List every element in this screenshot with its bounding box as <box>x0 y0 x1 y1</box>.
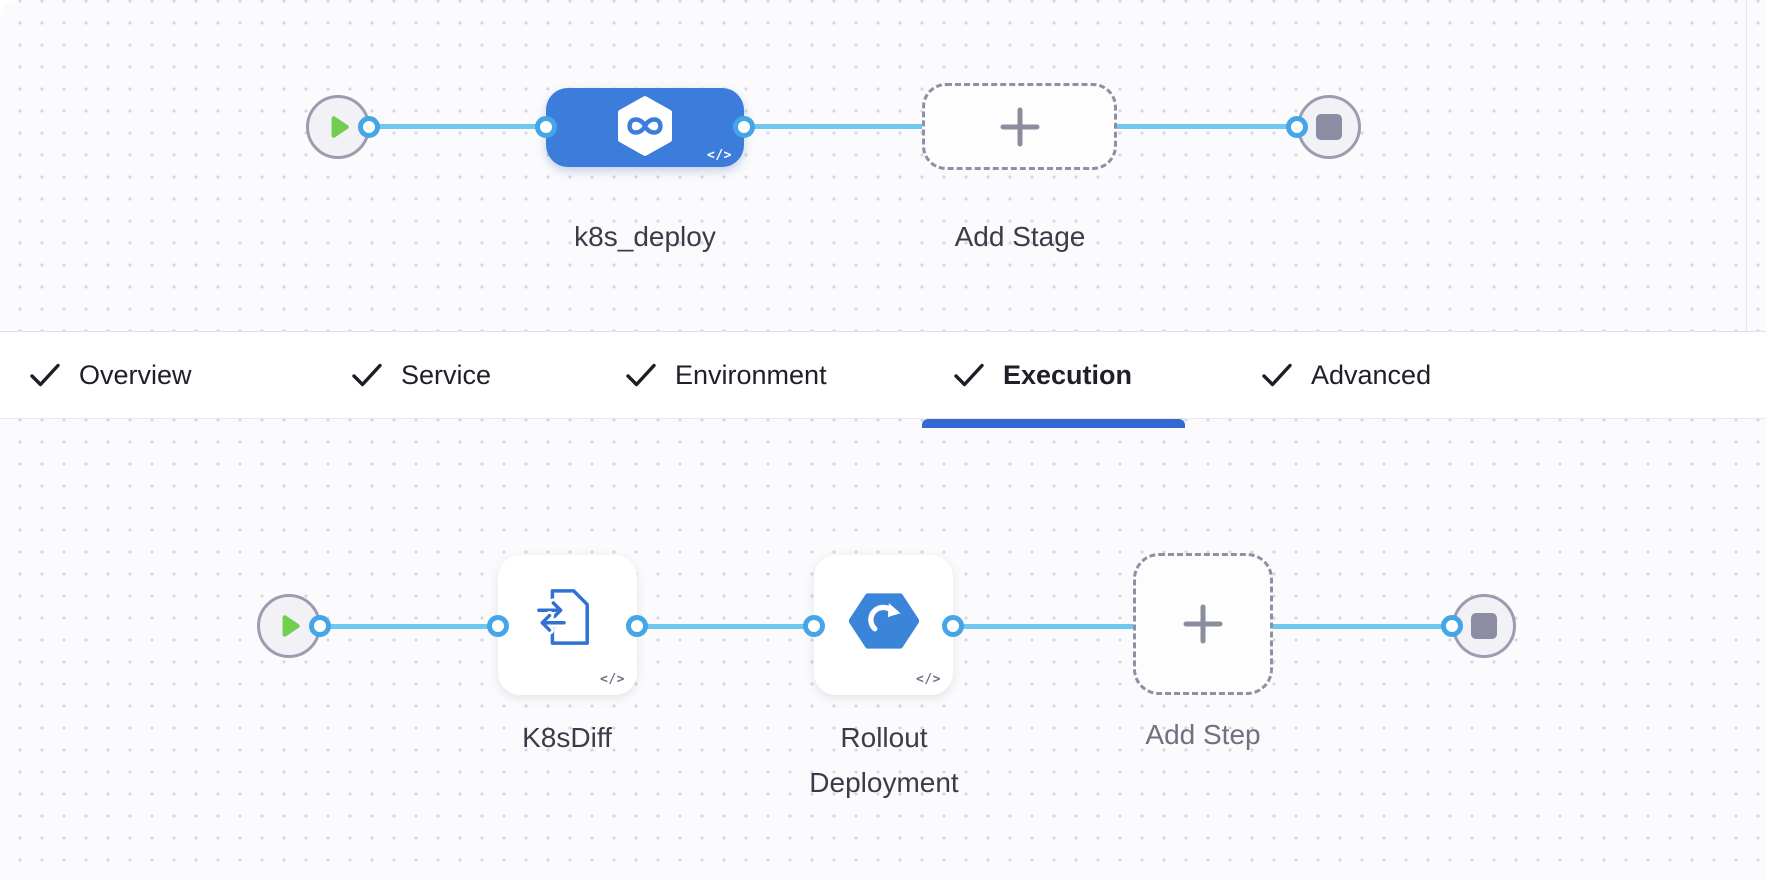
tab-label: Environment <box>675 359 827 390</box>
add-step-label: Add Step <box>1145 719 1261 750</box>
port-end-in <box>1286 116 1308 138</box>
stage-flow-canvas: </> k8s_deploy Add Stage <box>0 0 1766 331</box>
port-start-out <box>309 615 331 637</box>
tab-label: Advanced <box>1311 359 1432 390</box>
port-k8sdiff-out <box>626 615 648 637</box>
code-badge: </> <box>600 672 625 687</box>
stop-icon <box>1316 114 1342 140</box>
port-rollout-out <box>942 615 964 637</box>
add-stage-button[interactable] <box>922 83 1117 170</box>
tab-label: Overview <box>79 359 192 390</box>
port-end-in <box>1441 615 1463 637</box>
step-node-k8sdiff[interactable]: </> <box>498 555 637 695</box>
tab-advanced[interactable]: Advanced <box>1262 332 1431 418</box>
code-badge: </> <box>707 148 732 163</box>
play-icon <box>282 615 300 637</box>
check-icon <box>1262 363 1292 387</box>
check-icon <box>30 363 60 387</box>
stop-icon <box>1471 613 1497 639</box>
panel-divider <box>1746 0 1747 331</box>
port-start-out <box>358 116 380 138</box>
add-step-button[interactable] <box>1133 553 1273 695</box>
tab-label: Service <box>401 359 492 390</box>
tab-service[interactable]: Service <box>352 332 491 418</box>
check-icon <box>352 363 382 387</box>
stage-node-k8s-deploy[interactable]: </> <box>546 88 744 167</box>
code-badge: </> <box>916 672 941 687</box>
rollout-deployment-label: Rollout Deployment <box>809 722 959 798</box>
port-stage-out <box>733 116 755 138</box>
port-k8sdiff-in <box>487 615 509 637</box>
port-rollout-in <box>803 615 825 637</box>
plus-icon <box>1183 604 1223 644</box>
tab-environment[interactable]: Environment <box>626 332 827 418</box>
stage-label: k8s_deploy <box>574 221 716 252</box>
step-node-rollout-deployment[interactable]: </> <box>814 555 953 695</box>
stage-connector-line <box>338 124 1330 129</box>
plus-icon <box>1000 107 1039 146</box>
check-icon <box>626 363 656 387</box>
step-flow-canvas: </> </> K8sDiff Rollout Deployment Add S… <box>0 419 1766 880</box>
tab-execution[interactable]: Execution <box>954 332 1132 418</box>
k8s-diff-document-icon <box>534 589 589 645</box>
port-stage-in <box>535 116 557 138</box>
tab-label: Execution <box>1003 359 1133 390</box>
check-icon <box>954 363 984 387</box>
harness-infinity-hexagon-icon <box>618 95 672 156</box>
add-stage-label: Add Stage <box>954 221 1086 252</box>
stage-config-tabbar: Overview Service Environment Execution A <box>0 331 1766 428</box>
k8sdiff-label: K8sDiff <box>522 722 612 753</box>
active-tab-underline <box>922 419 1185 428</box>
play-icon <box>331 116 349 138</box>
tab-overview[interactable]: Overview <box>30 332 192 418</box>
rollout-hexagon-arrow-icon <box>848 593 919 649</box>
